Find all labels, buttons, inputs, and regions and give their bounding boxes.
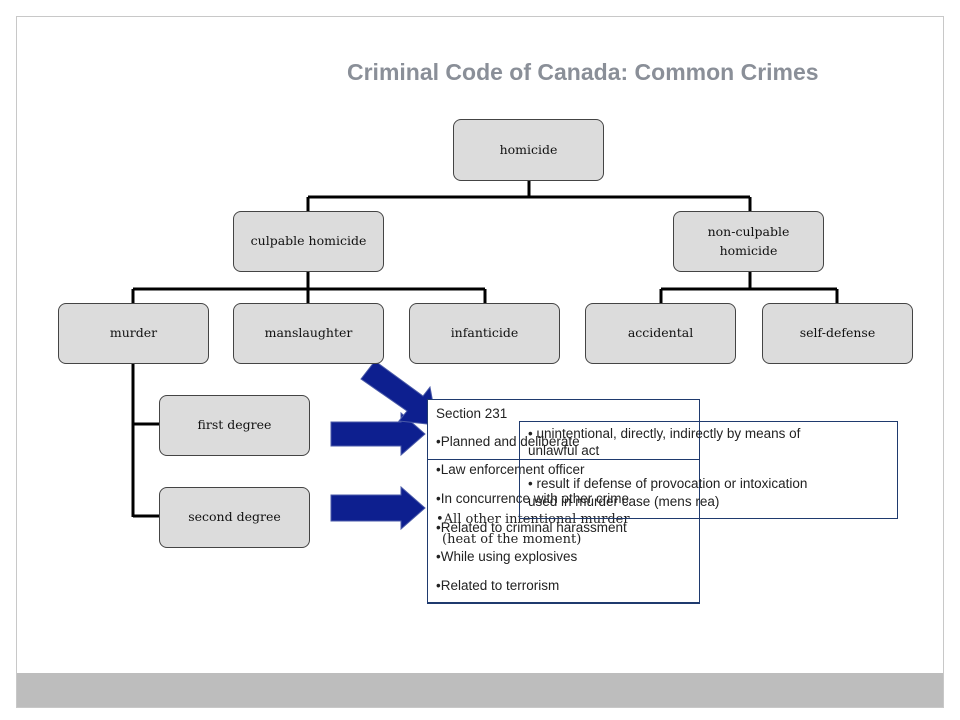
detail-line: •In concurrence with other crime: [436, 491, 630, 506]
detail-line: (heat of the moment): [442, 532, 582, 547]
second-degree-details-box: •All other intentional murder (heat of t…: [427, 459, 700, 603]
node-self-defense: self-defense: [762, 303, 913, 364]
detail-line: unlawful act: [528, 443, 600, 458]
detail-line: •Related to terrorism: [436, 578, 560, 593]
detail-line: •While using explosives: [436, 549, 578, 564]
node-accidental: accidental: [585, 303, 736, 364]
detail-line: •Related to criminal harassment: [436, 520, 627, 535]
manslaughter-details-box: • unintentional, directly, indirectly by…: [519, 421, 898, 519]
detail-line: used in murder case (mens rea): [528, 494, 720, 509]
node-homicide: homicide: [453, 119, 604, 181]
slide: Criminal Code of Canada: Common Crimes: [16, 16, 944, 708]
node-infanticide: infanticide: [409, 303, 560, 364]
connector-lines: [131, 181, 839, 531]
node-culpable-homicide: culpable homicide: [233, 211, 384, 272]
detail-line: Section 231: [436, 406, 508, 421]
first-degree-details-box: Section 231 •Planned and deliberate •Law…: [427, 399, 700, 604]
slide-title: Criminal Code of Canada: Common Crimes: [347, 59, 819, 85]
footer-bar: [17, 673, 943, 707]
detail-line: • unintentional, directly, indirectly by…: [528, 426, 801, 441]
node-murder: murder: [58, 303, 209, 364]
detail-line: •All other intentional murder: [436, 512, 630, 527]
node-first-degree: first degree: [159, 395, 310, 456]
node-second-degree: second degree: [159, 487, 310, 548]
node-non-culpable-homicide: non-culpable homicide: [673, 211, 824, 272]
arrow-manslaughter: [360, 360, 438, 426]
detail-line: •Law enforcement officer: [436, 462, 585, 477]
arrow-second-degree: [330, 485, 426, 531]
node-manslaughter: manslaughter: [233, 303, 384, 364]
detail-line: • result if defense of provocation or in…: [528, 476, 808, 491]
detail-line: •Planned and deliberate: [436, 434, 580, 449]
